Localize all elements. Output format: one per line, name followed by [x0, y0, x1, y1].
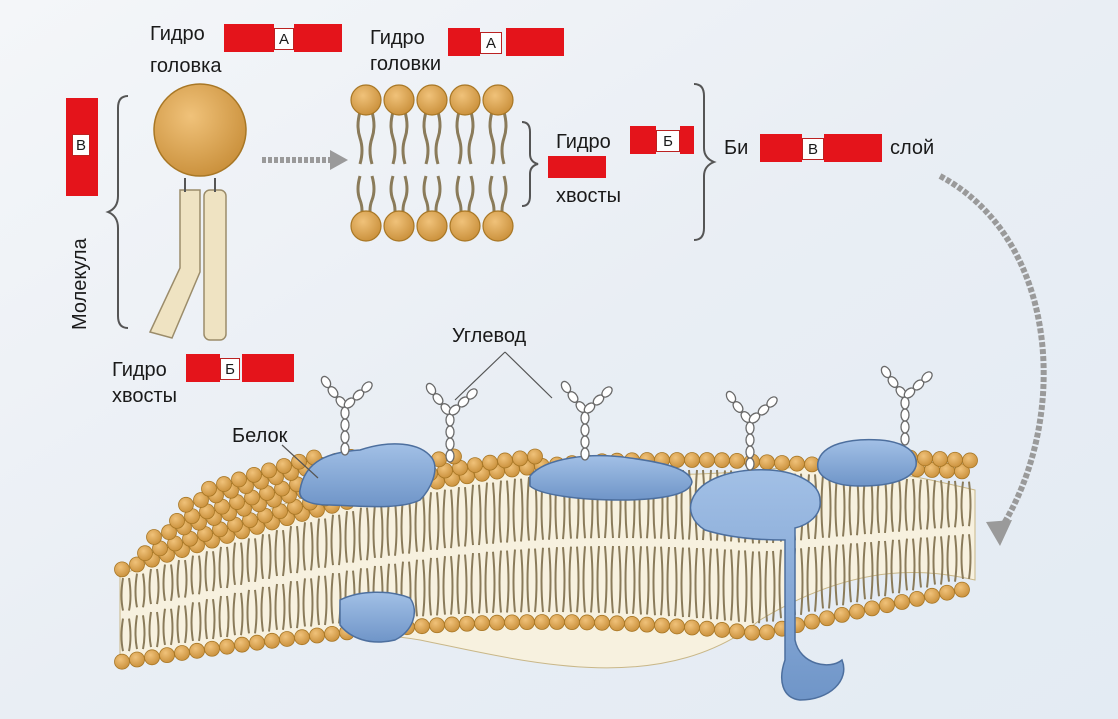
molecule-label: Молекула [70, 238, 90, 330]
redaction-block [294, 24, 342, 52]
blank-key-a: А [480, 32, 502, 54]
bilayer-label-suffix: слой [890, 138, 934, 158]
blank-key-b: Б [656, 130, 680, 152]
tails-bottom-label-suffix: хвосты [112, 386, 177, 406]
redaction-block [448, 28, 480, 56]
redaction-block [242, 354, 294, 382]
redaction-block [760, 134, 802, 162]
redaction-block [548, 156, 606, 178]
protein-label: Белок [232, 426, 287, 446]
redaction-block [680, 126, 694, 154]
blank-key-v: В [802, 138, 824, 160]
head-plural-label-prefix: Гидро [370, 28, 425, 48]
hydrophilic-head [154, 84, 246, 176]
tails-bottom-label-prefix: Гидро [112, 360, 167, 380]
blank-key-v: В [72, 134, 90, 156]
redaction-block [824, 134, 882, 162]
head-plural-label-suffix: головки [370, 54, 441, 74]
blank-key-a: А [274, 28, 294, 50]
tail-right [204, 190, 226, 340]
blank-key-b: Б [220, 358, 240, 380]
tails-mid-label-suffix: хвосты [556, 186, 621, 206]
protein-1-bottom [340, 592, 414, 642]
carbohydrate-label: Углевод [452, 326, 526, 346]
redaction-block [224, 24, 274, 52]
head-single-label-prefix: Гидро [150, 24, 205, 44]
redaction-block [630, 126, 656, 154]
head-single-label-suffix: головка [150, 56, 222, 76]
redaction-block [506, 28, 564, 56]
redaction-block [186, 354, 220, 382]
tails-mid-label-prefix: Гидро [556, 132, 611, 152]
protein-4 [818, 440, 916, 486]
bilayer-label-prefix: Би [724, 138, 748, 158]
